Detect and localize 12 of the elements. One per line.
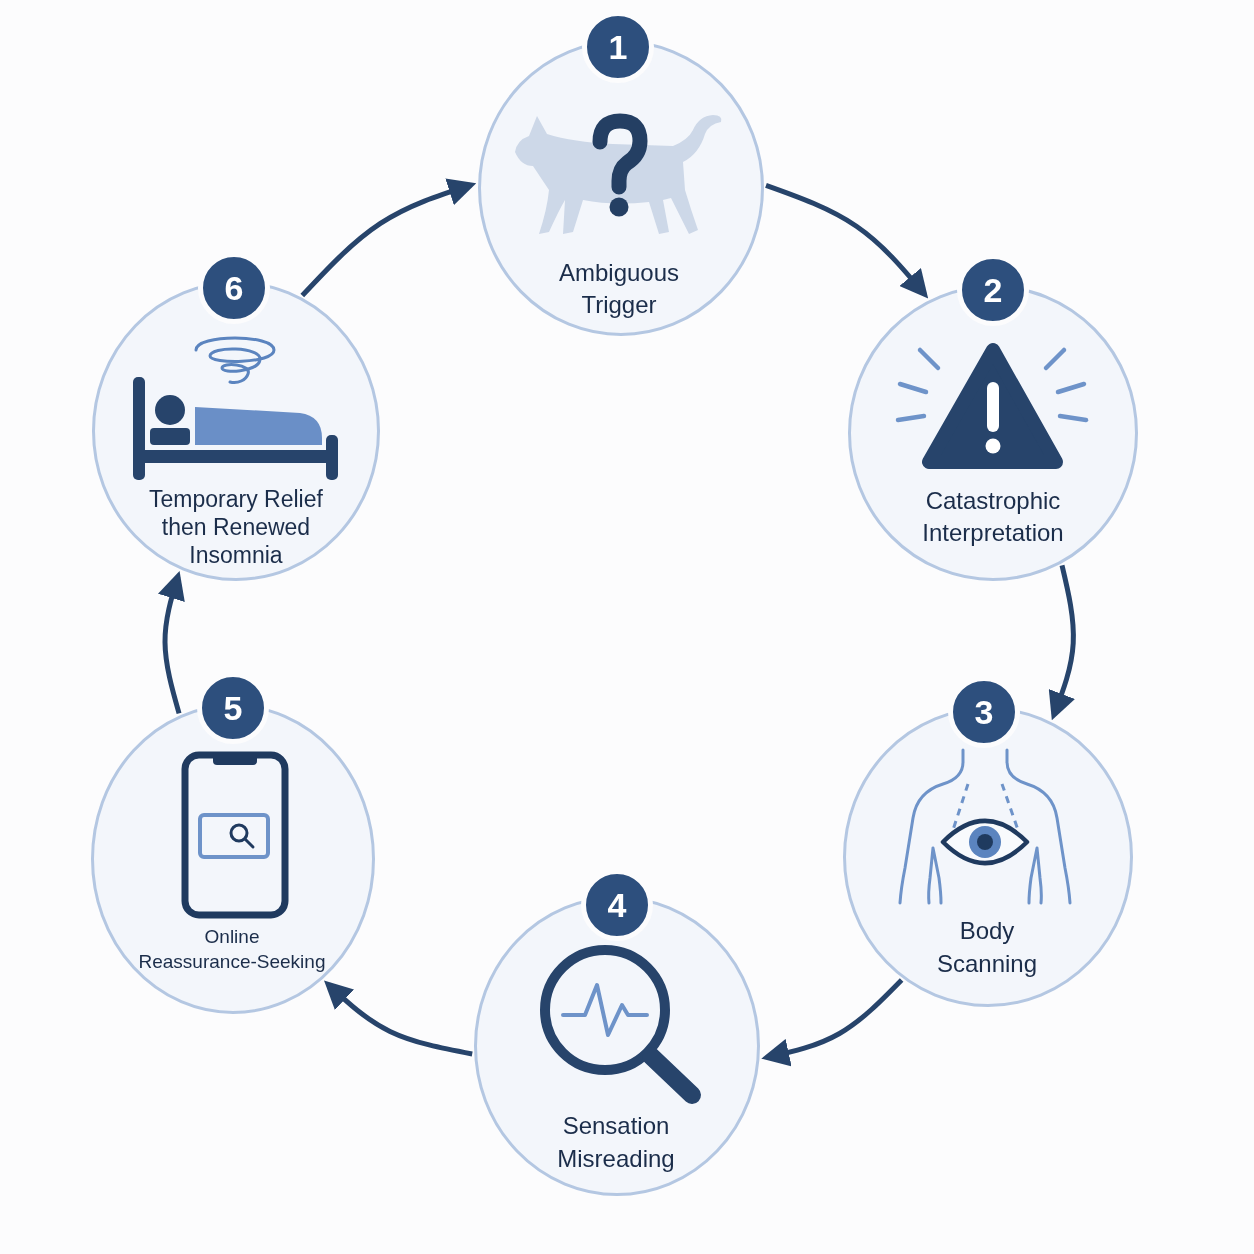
cycle-arrow	[158, 571, 185, 715]
cycle-arrow	[324, 980, 473, 1057]
stage-label: Online Reassurance-Seeking	[137, 925, 327, 974]
cycle-arrow	[761, 978, 904, 1067]
stage-label: Body Scanning	[935, 916, 1039, 979]
cycle-arrow	[1048, 564, 1076, 721]
cycle-arrow	[300, 178, 477, 298]
cycle-arrow	[765, 183, 929, 299]
stage-label: Ambiguous Trigger	[557, 258, 681, 320]
stage-label: Catastrophic Interpretation	[921, 486, 1065, 548]
stage-label: Sensation Misreading	[556, 1111, 676, 1174]
stage-label: Temporary Relief then Renewed Insomnia	[148, 485, 324, 569]
